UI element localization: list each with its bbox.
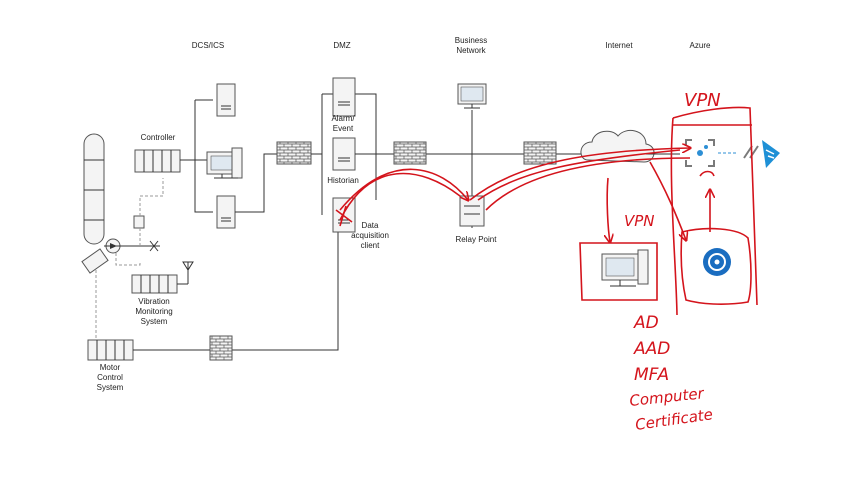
vibration-signal-line bbox=[95, 253, 141, 340]
svg-text:System: System bbox=[141, 317, 168, 326]
data-acquisition-label: Data acquisition client bbox=[351, 221, 389, 250]
svg-text:Event: Event bbox=[333, 124, 354, 133]
firewall-icon bbox=[276, 141, 312, 165]
list-item: MFA bbox=[634, 365, 669, 385]
zone-internet-label: Internet bbox=[605, 41, 633, 50]
valve-icon bbox=[149, 240, 159, 252]
svg-text:Data: Data bbox=[362, 221, 379, 230]
svg-text:System: System bbox=[97, 383, 124, 392]
azure-service-icon bbox=[762, 140, 780, 168]
server-icon bbox=[216, 195, 236, 229]
svg-text:acquisition: acquisition bbox=[351, 231, 389, 240]
svg-text:Network: Network bbox=[456, 46, 486, 55]
relay-icon bbox=[459, 195, 485, 227]
historian-label: Historian bbox=[327, 176, 359, 185]
server-icon bbox=[216, 83, 236, 117]
motor-icon bbox=[81, 248, 109, 274]
server-icon bbox=[332, 137, 356, 171]
list-item: AAD bbox=[633, 339, 670, 359]
server-icon bbox=[332, 77, 356, 117]
tank-icon bbox=[83, 133, 105, 245]
controller-device bbox=[134, 149, 181, 173]
firewall-icon bbox=[523, 141, 557, 165]
vpn-link-annotation: VPN bbox=[624, 212, 655, 230]
vibration-monitor-device bbox=[131, 274, 178, 294]
azure-service-icon bbox=[703, 248, 731, 276]
svg-text:client: client bbox=[361, 241, 380, 250]
controller-label: Controller bbox=[141, 133, 176, 142]
svg-text:Motor: Motor bbox=[100, 363, 121, 372]
dcs-uplink bbox=[235, 153, 277, 213]
svg-text:Monitoring: Monitoring bbox=[135, 307, 172, 316]
svg-text:Vibration: Vibration bbox=[138, 297, 169, 306]
vibration-label: Vibration Monitoring System bbox=[135, 297, 172, 326]
requirements-list: AD AAD MFA Computer Certificate bbox=[629, 313, 714, 434]
motor-control-link bbox=[133, 232, 339, 351]
list-item: Certificate bbox=[634, 405, 714, 434]
workstation-icon bbox=[206, 147, 243, 179]
zone-business-label: Business Network bbox=[455, 36, 487, 55]
zone-dmz-label: DMZ bbox=[333, 41, 350, 50]
workstation-icon bbox=[601, 249, 649, 287]
zone-dcs-label: DCS/ICS bbox=[192, 41, 224, 50]
hand-drawn-annotations bbox=[335, 106, 758, 316]
vpn-azure-annotation: VPN bbox=[684, 90, 721, 111]
svg-text:Business: Business bbox=[455, 36, 487, 45]
gateway-icon bbox=[685, 139, 715, 167]
svg-text:Alarm/: Alarm/ bbox=[331, 114, 355, 123]
zone-azure-label: Azure bbox=[690, 41, 711, 50]
motor-control-device bbox=[87, 339, 134, 361]
antenna-icon bbox=[177, 261, 194, 285]
control-signal-line bbox=[139, 178, 164, 246]
alarm-label: Alarm/ Event bbox=[331, 114, 355, 133]
motor-control-label: Motor Control System bbox=[97, 363, 124, 392]
firewall-icon bbox=[393, 141, 427, 165]
list-item: Computer bbox=[629, 384, 706, 410]
workstation-icon bbox=[457, 83, 487, 109]
firewall-icon bbox=[209, 335, 233, 361]
relay-label: Relay Point bbox=[456, 235, 498, 244]
list-item: AD bbox=[633, 313, 659, 333]
svg-text:Control: Control bbox=[97, 373, 123, 382]
dcs-bus bbox=[194, 99, 213, 213]
transmitter-icon bbox=[133, 215, 145, 229]
